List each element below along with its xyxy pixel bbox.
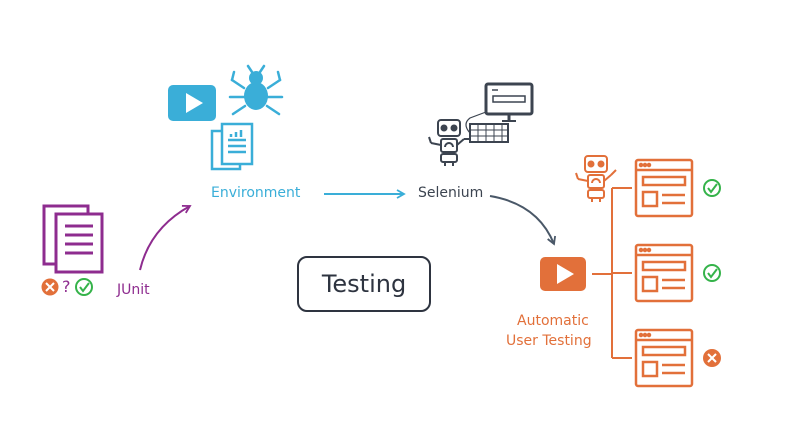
testing-title: Testing [297, 256, 431, 312]
junit-question-mark: ? [62, 277, 71, 296]
keyboard-cable [465, 111, 487, 134]
bug-icon [228, 64, 284, 116]
junit-label: JUnit [117, 282, 150, 298]
pass-icon [75, 278, 93, 296]
tree-connector [592, 187, 632, 359]
play-video-icon [540, 257, 586, 291]
play-video-icon [168, 85, 216, 121]
browser-window-icon [634, 328, 694, 388]
robot-icon [428, 119, 470, 166]
fail-icon [41, 278, 59, 296]
browser-window-icon [634, 243, 694, 303]
automatic-label-line2: User Testing [506, 333, 592, 349]
pass-icon [703, 179, 721, 197]
arrow-junit-to-environment [139, 204, 192, 271]
keyboard-icon [469, 123, 509, 143]
automatic-label-line1: Automatic [517, 313, 589, 329]
documents-icon [210, 122, 254, 171]
selenium-label: Selenium [418, 185, 484, 201]
pass-icon [703, 264, 721, 282]
environment-label: Environment [211, 185, 301, 201]
robot-icon [575, 155, 617, 202]
documents-icon [42, 204, 104, 274]
browser-window-icon [634, 158, 694, 218]
monitor-icon [484, 82, 534, 122]
arrow-selenium-to-automatic [489, 195, 557, 246]
fail-icon [703, 349, 721, 367]
